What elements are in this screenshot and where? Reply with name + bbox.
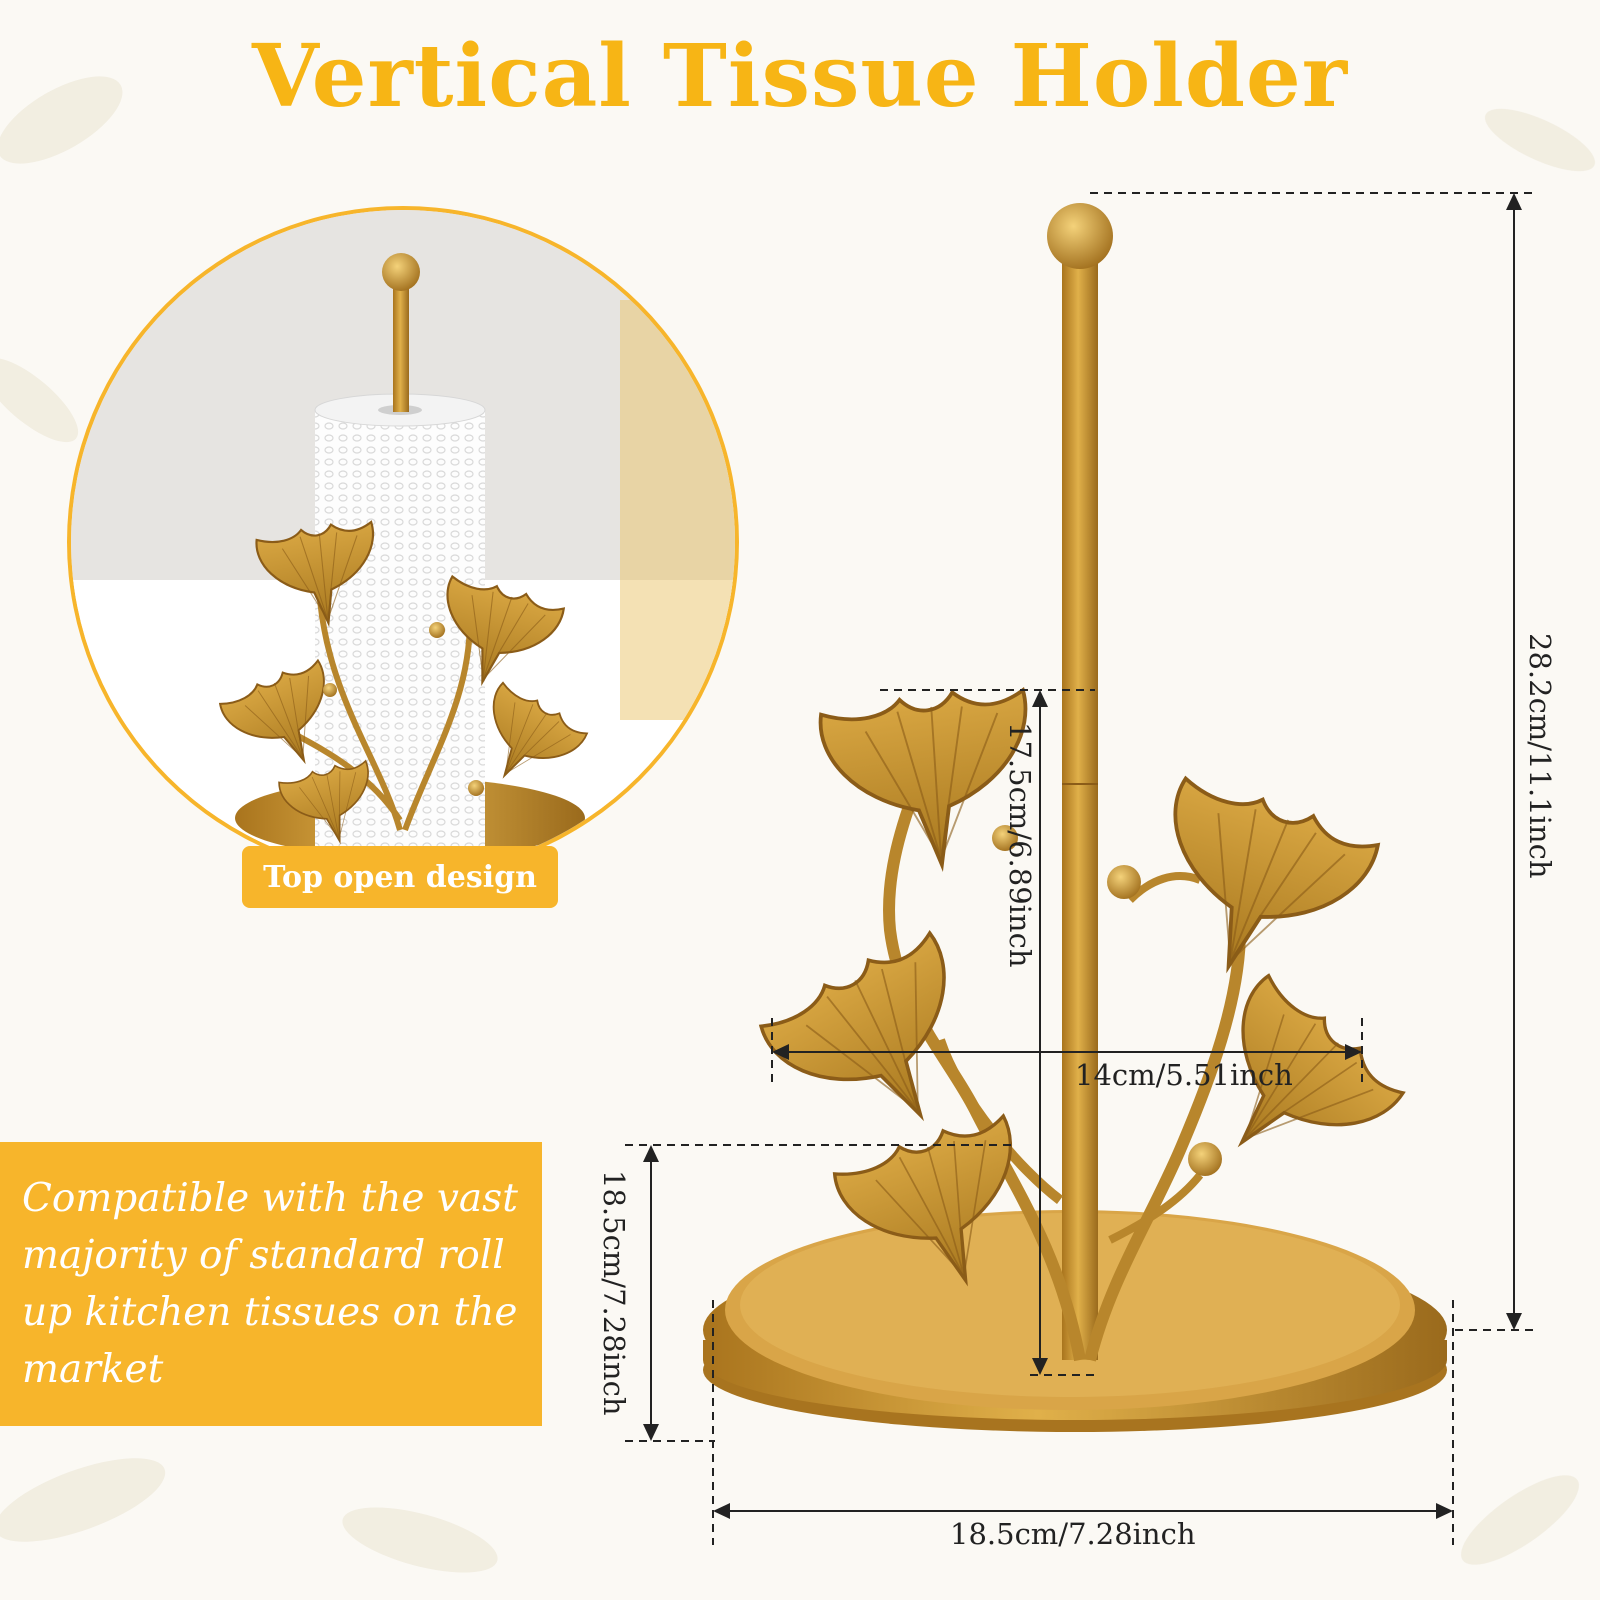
base-height-dimension: 18.5cm/7.28inch — [597, 1170, 631, 1416]
top-open-design-label: Top open design — [242, 846, 558, 908]
dimension-arrows — [643, 193, 1522, 1519]
tissue-holder-image — [703, 203, 1447, 1432]
dimension-lines — [625, 192, 1535, 1545]
leaf-width-dimension: 14cm/5.51inch — [1075, 1058, 1293, 1092]
page-title: Vertical Tissue Holder — [251, 26, 1349, 127]
compatibility-note: Compatible with the vast majority of sta… — [0, 1142, 542, 1426]
total-height-dimension: 28.2cm/11.1inch — [1523, 633, 1557, 879]
leaf-height-dimension: 17.5cm/6.89inch — [1003, 722, 1037, 968]
base-diameter-dimension: 18.5cm/7.28inch — [950, 1517, 1196, 1551]
